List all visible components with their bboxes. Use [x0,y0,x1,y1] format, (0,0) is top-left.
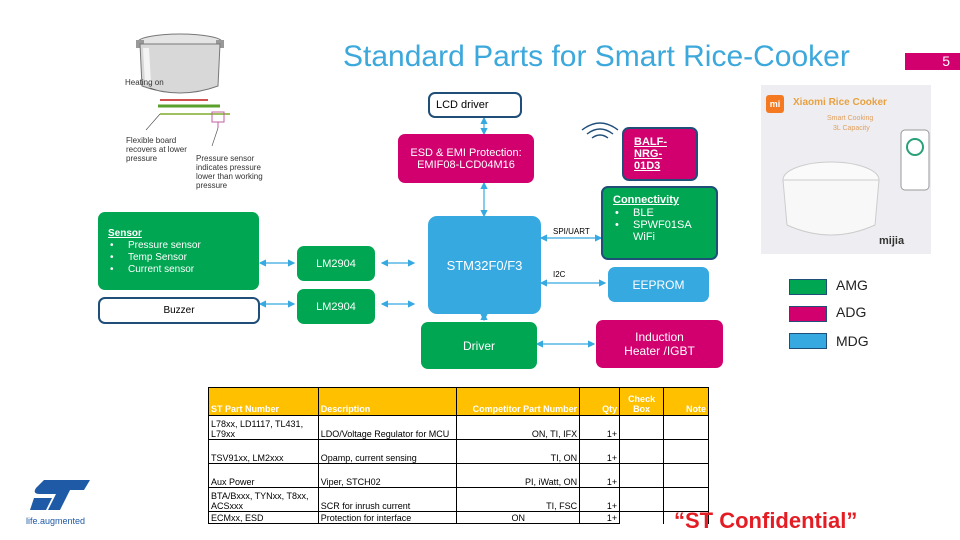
cooker-illustration [136,33,230,147]
flexible-board-label: Flexible board recovers at lower pressur… [126,136,187,163]
check-box-cell[interactable] [619,439,665,464]
table-cell: TSV91xx, LM2xxx [208,439,319,464]
sensor-item: Temp Sensor [108,252,201,264]
table-cell: Aux Power [208,463,319,488]
driver-box: Driver [421,322,537,369]
table-row: Aux Power Viper, STCH02 PI, iWatt, ON 1+ [208,463,709,488]
legend-label-amg: AMG [836,277,868,293]
mcu-box: STM32F0/F3 [428,216,541,314]
heating-label: Heating on [125,78,164,87]
check-box-cell[interactable] [619,463,665,488]
table-cell: 1+ [579,511,621,524]
table-row: TSV91xx, LM2xxx Opamp, current sensing T… [208,439,709,464]
lm2904-box-b: LM2904 [297,289,375,324]
table-cell: ON, TI, IFX [456,415,581,440]
table-cell: BTA/Bxxx, TYNxx, T8xx, ACSxxx [208,487,319,512]
note-cell [663,415,709,440]
connectivity-box: Connectivity BLE SPWF01SA WiFi [601,186,718,260]
wireless-icon [581,122,619,139]
legend-label-adg: ADG [836,304,867,320]
table-cell: TI, FSC [456,487,581,512]
sensor-title: Sensor [108,228,142,239]
eeprom-box: EEPROM [608,267,709,302]
table-cell: Viper, STCH02 [317,463,458,488]
check-box-cell[interactable] [619,415,665,440]
table-header-row: ST Part Number Description Competitor Pa… [208,387,709,416]
table-cell: 1+ [579,415,621,440]
induction-heater-box: Induction Heater /IGBT [596,320,723,368]
col-header: Description [317,387,458,416]
product-brand: mijia [879,235,905,247]
legend-swatch-amg [789,279,827,295]
col-header: Check Box [619,387,665,416]
table-row: ECMxx, ESD Protection for interface ON 1… [208,511,709,524]
legend-swatch-mdg [789,333,827,349]
table-cell: TI, ON [456,439,581,464]
sensor-list: Pressure sensor Temp Sensor Current sens… [108,240,201,276]
table-cell: PI, iWatt, ON [456,463,581,488]
table-cell: 1+ [579,487,621,512]
sensor-item: Current sensor [108,264,201,276]
parts-table: ST Part Number Description Competitor Pa… [208,387,709,524]
i2c-label: I2C [553,270,566,279]
spi-uart-label: SPI/UART [553,227,590,236]
check-box-cell[interactable] [619,487,665,512]
note-cell [663,439,709,464]
table-row: L78xx, LD1117, TL431, L79xx LDO/Voltage … [208,415,709,440]
table-cell: ON [456,511,581,524]
col-header: ST Part Number [208,387,319,416]
pressure-sensor-label: Pressure sensor indicates pressure lower… [196,154,263,190]
note-cell [663,463,709,488]
table-cell: SCR for inrush current [317,487,458,512]
check-box-cell[interactable] [619,511,665,524]
mi-logo-icon: mi [769,99,781,109]
product-subtitle-1: Smart Cooking [827,115,874,122]
table-cell: 1+ [579,439,621,464]
table-cell: ECMxx, ESD [208,511,319,524]
product-subtitle-2: 3L Capacity [833,125,870,132]
connectivity-item: SPWF01SA WiFi [613,219,693,243]
lm2904-box-a: LM2904 [297,246,375,281]
legend-label-mdg: MDG [836,333,869,349]
st-tagline: life.augmented [26,516,86,526]
connectivity-item: BLE [613,207,693,219]
col-header: Competitor Part Number [456,387,581,416]
confidential-notice: “ST Confidential” [674,508,858,533]
connectivity-list: BLE SPWF01SA WiFi [613,207,693,243]
buzzer-box: Buzzer [98,297,260,324]
slide-title: Standard Parts for Smart Rice-Cooker [343,40,850,73]
page-number: 5 [905,53,960,70]
st-logo: life.augmented [26,478,96,528]
product-photo: mi Xiaomi Rice Cooker Smart Cooking 3L C… [761,85,931,254]
connectivity-title: Connectivity [613,194,680,206]
st-logo-icon [30,480,90,510]
cooker-figure: Heating on Flexible board recovers at lo… [120,28,290,198]
product-banner: Xiaomi Rice Cooker [793,97,887,108]
sensor-box: Sensor Pressure sensor Temp Sensor Curre… [98,212,259,290]
table-cell: L78xx, LD1117, TL431, L79xx [208,415,319,440]
table-row: BTA/Bxxx, TYNxx, T8xx, ACSxxx SCR for in… [208,487,709,512]
note-cell [663,511,709,524]
col-header: Qty [579,387,621,416]
lcd-driver-box: LCD driver [428,92,522,118]
table-cell: Opamp, current sensing [317,439,458,464]
col-header: Note [663,387,709,416]
table-cell: LDO/Voltage Regulator for MCU [317,415,458,440]
legend-swatch-adg [789,306,827,322]
sensor-item: Pressure sensor [108,240,201,252]
table-cell: Protection for interface [317,511,458,524]
balf-box: BALF-NRG-01D3 [622,127,698,181]
balf-label: BALF-NRG-01D3 [634,136,667,172]
table-cell: 1+ [579,463,621,488]
rice-cooker-image [761,85,931,254]
esd-emi-box: ESD & EMI Protection: EMIF08-LCD04M16 [398,134,534,183]
